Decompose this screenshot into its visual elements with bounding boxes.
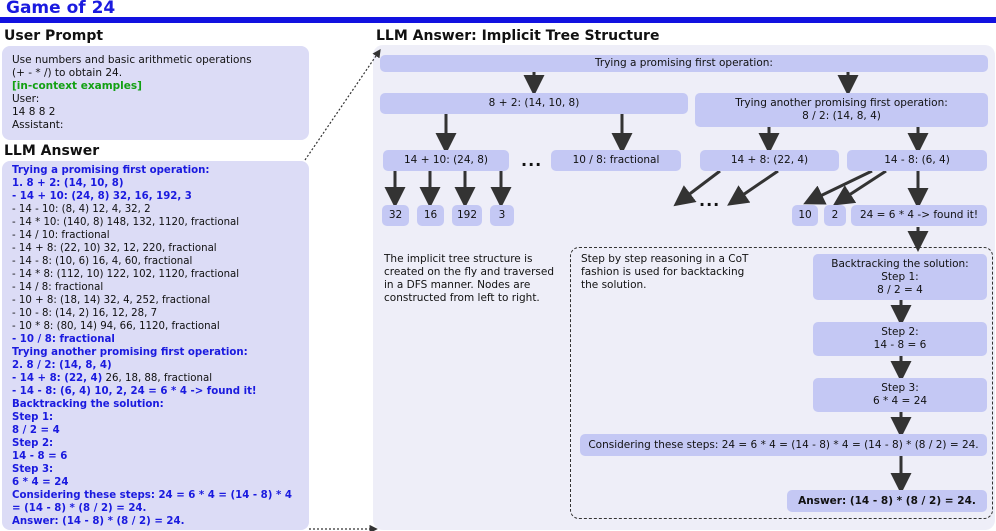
prompt-line: (+ - * /) to obtain 24. [12, 67, 123, 79]
cot-note: Step by step reasoning in a CoT fashion … [581, 253, 749, 291]
answer-line: Trying another promising first operation… [12, 346, 299, 359]
answer-line: - 14 * 8: (112, 10) 122, 102, 1120, frac… [12, 268, 299, 281]
node-14-plus-8: 14 + 8: (22, 4) [700, 150, 839, 171]
llm-answer-panel: Trying a promising first operation: 1. 8 … [2, 161, 309, 530]
backtrack-node: Backtracking the solution: Step 1: 8 / 2… [813, 254, 987, 300]
answer-line: 6 * 4 = 24 [12, 476, 299, 489]
answer-line: Backtracking the solution: [12, 398, 299, 411]
answer-line-text: - 14 * 10: (140, 8) 148, 132, 1120, frac… [12, 217, 240, 228]
node-10-div-8: 10 / 8: fractional [551, 150, 681, 171]
found-node: 24 = 6 * 4 -> found it! [851, 205, 987, 226]
answer-line: - 10 + 8: (18, 14) 32, 4, 252, fractiona… [12, 294, 299, 307]
answer-line: - 14 / 10: fractional [12, 229, 299, 242]
answer-line-text: Trying another promising first operation… [12, 347, 248, 358]
answer-line: 8 / 2 = 4 [12, 424, 299, 437]
answer-line: Answer: (14 - 8) * (8 / 2) = 24. [12, 515, 299, 528]
prompt-line: [in-context examples] [12, 80, 142, 92]
answer-line: Step 2: [12, 437, 299, 450]
answer-line: - 14 + 8: (22, 10) 32, 12, 220, fraction… [12, 242, 299, 255]
answer-line-text: - 10 * 8: (80, 14) 94, 66, 1120, fractio… [12, 321, 220, 332]
user-prompt-panel: Use numbers and basic arithmetic operati… [2, 46, 309, 140]
answer-line-text: 6 * 4 = 24 [12, 477, 69, 488]
answer-line: - 14 - 8: (10, 6) 16, 4, 60, fractional [12, 255, 299, 268]
answer-line: - 10 * 8: (80, 14) 94, 66, 1120, fractio… [12, 320, 299, 333]
node-14-plus-10: 14 + 10: (24, 8) [383, 150, 509, 171]
node-8-div-2: Trying another promising first operation… [695, 93, 988, 127]
answer-line-text: Step 3: [12, 464, 54, 475]
leaf-node: 3 [490, 205, 514, 226]
leaf-node: 2 [824, 205, 846, 226]
implicit-tree-note: The implicit tree structure is created o… [384, 253, 555, 304]
root-node: Trying a promising first operation: [380, 55, 988, 72]
answer-line-text: - 14 / 10: fractional [12, 230, 110, 241]
node-8-plus-2: 8 + 2: (14, 10, 8) [380, 93, 688, 114]
answer-line: = (14 - 8) * (8 / 2) = 24. [12, 502, 299, 515]
answer-line-text: 1. 8 + 2: (14, 10, 8) [12, 178, 124, 189]
leaf-node: 16 [417, 205, 444, 226]
answer-line: - 10 - 8: (14, 2) 16, 12, 28, 7 [12, 307, 299, 320]
answer-line-text: - 14 + 8: (22, 4) [12, 373, 103, 384]
prompt-line: Assistant: [12, 119, 64, 131]
step3-node: Step 3: 6 * 4 = 24 [813, 378, 987, 412]
answer-line: - 14 - 8: (6, 4) 10, 2, 24 = 6 * 4 -> fo… [12, 385, 299, 398]
answer-line-text: - 10 + 8: (18, 14) 32, 4, 252, fractiona… [12, 295, 211, 306]
answer-line-text: Trying a promising first operation: [12, 165, 210, 176]
prompt-line: 14 8 8 2 [12, 106, 56, 118]
leaf-node: 10 [792, 205, 818, 226]
step2-node: Step 2: 14 - 8 = 6 [813, 322, 987, 356]
cot-box [570, 247, 993, 519]
answer-line-rest: 26, 18, 88, fractional [102, 373, 213, 384]
node-14-minus-8: 14 - 8: (6, 4) [847, 150, 987, 171]
considering-node: Considering these steps: 24 = 6 * 4 = (1… [580, 434, 987, 456]
answer-line-text: - 10 / 8: fractional [12, 334, 115, 345]
answer-line-text: Considering these steps: 24 = 6 * 4 = (1… [12, 490, 292, 501]
answer-line-text: Step 1: [12, 412, 54, 423]
answer-line-text: Backtracking the solution: [12, 399, 164, 410]
answer-line: - 14 + 8: (22, 4) 26, 18, 88, fractional [12, 372, 299, 385]
answer-line: Trying a promising first operation: [12, 164, 299, 177]
answer-line-text: Answer: (14 - 8) * (8 / 2) = 24. [12, 516, 185, 527]
answer-line: - 14 / 8: fractional [12, 281, 299, 294]
leaf-node: 192 [452, 205, 482, 226]
answer-line: - 14 - 10: (8, 4) 12, 4, 32, 2 [12, 203, 299, 216]
answer-line: - 10 / 8: fractional [12, 333, 299, 346]
answer-line: Step 3: [12, 463, 299, 476]
title-rule [0, 17, 996, 23]
answer-line-text: 14 - 8 = 6 [12, 451, 68, 462]
page-title: Game of 24 [6, 0, 116, 18]
tree-heading: LLM Answer: Implicit Tree Structure [376, 28, 660, 44]
answer-line: Step 1: [12, 411, 299, 424]
answer-line: 1. 8 + 2: (14, 10, 8) [12, 177, 299, 190]
answer-line-text: = (14 - 8) * (8 / 2) = 24. [12, 503, 147, 514]
answer-line-text: - 14 + 8: (22, 10) 32, 12, 220, fraction… [12, 243, 217, 254]
ellipsis: ... [521, 151, 543, 170]
answer-line-text: - 14 - 8: (6, 4) 10, 2, 24 = 6 * 4 -> fo… [12, 386, 257, 397]
answer-line: - 14 + 10: (24, 8) 32, 16, 192, 3 [12, 190, 299, 203]
answer-line-text: - 14 + 10: (24, 8) 32, 16, 192, 3 [12, 191, 192, 202]
answer-line-text: - 10 - 8: (14, 2) 16, 12, 28, 7 [12, 308, 158, 319]
answer-node: Answer: (14 - 8) * (8 / 2) = 24. [787, 490, 987, 512]
answer-line: - 14 * 10: (140, 8) 148, 132, 1120, frac… [12, 216, 299, 229]
leaf-node: 32 [382, 205, 409, 226]
ellipsis: ... [699, 191, 721, 210]
prompt-line: Use numbers and basic arithmetic operati… [12, 54, 252, 66]
llm-answer-heading: LLM Answer [4, 143, 100, 159]
user-prompt-heading: User Prompt [4, 28, 104, 44]
answer-line: 2. 8 / 2: (14, 8, 4) [12, 359, 299, 372]
answer-line-text: - 14 - 8: (10, 6) 16, 4, 60, fractional [12, 256, 193, 267]
answer-line-text: - 14 - 10: (8, 4) 12, 4, 32, 2 [12, 204, 151, 215]
answer-line-text: Step 2: [12, 438, 54, 449]
answer-line-text: 2. 8 / 2: (14, 8, 4) [12, 360, 112, 371]
answer-line: 14 - 8 = 6 [12, 450, 299, 463]
answer-line: Considering these steps: 24 = 6 * 4 = (1… [12, 489, 299, 502]
answer-line-text: 8 / 2 = 4 [12, 425, 60, 436]
prompt-line: User: [12, 93, 40, 105]
answer-line-text: - 14 / 8: fractional [12, 282, 104, 293]
answer-line-text: - 14 * 8: (112, 10) 122, 102, 1120, frac… [12, 269, 240, 280]
